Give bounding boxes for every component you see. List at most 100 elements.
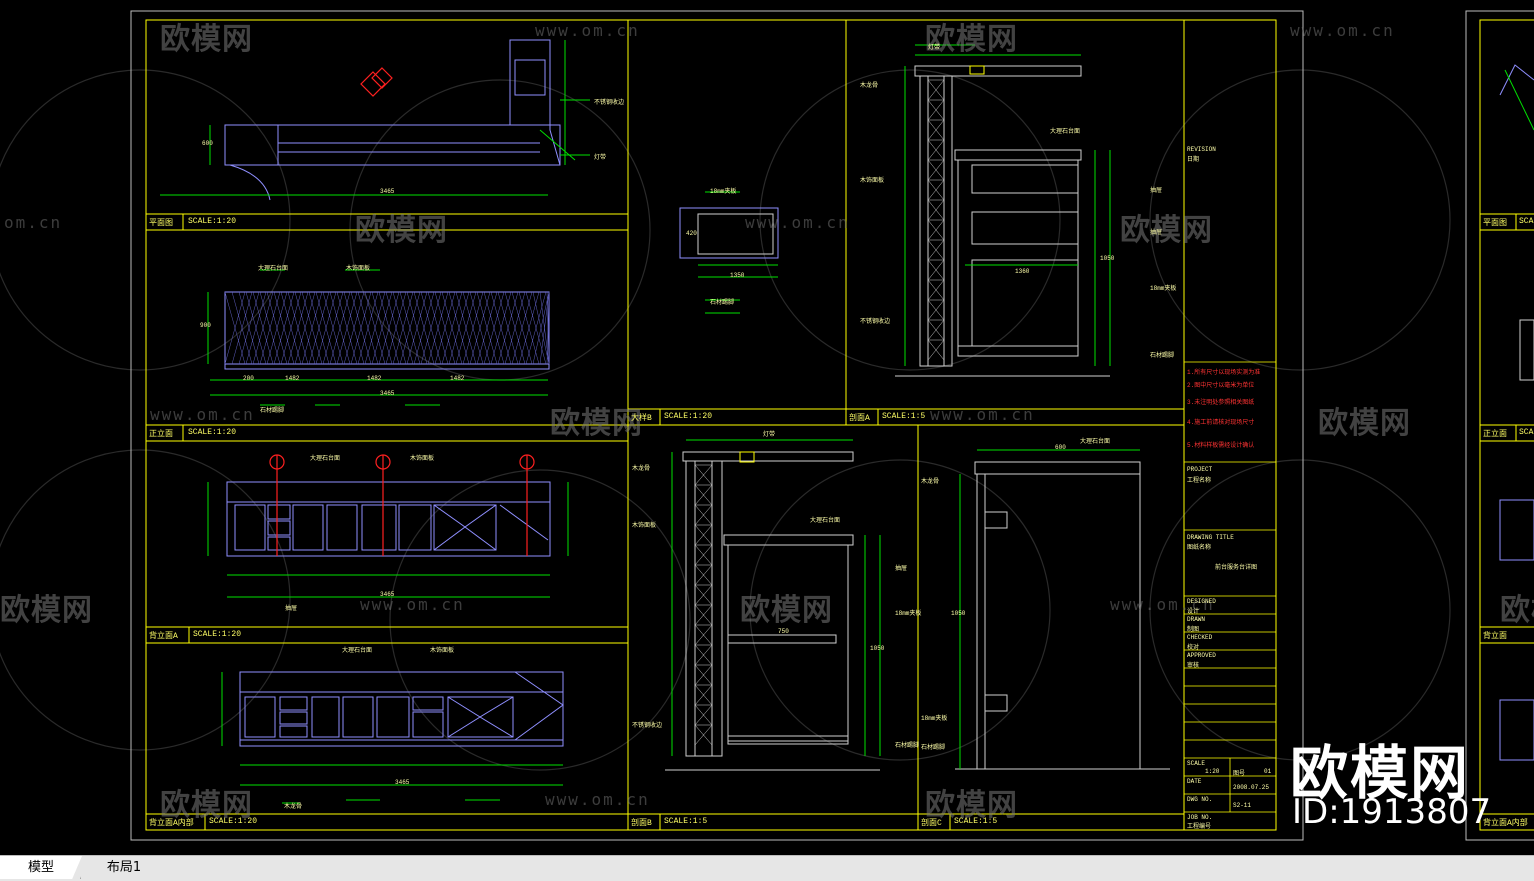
- dim-sec-a-w: 1360: [1015, 268, 1030, 275]
- brand-logo-text: 欧模网: [1290, 739, 1471, 807]
- watermark-brand: 欧模网: [550, 406, 643, 441]
- tb-note: 5.材料样板需经设计确认: [1187, 442, 1255, 449]
- watermark-brand: 欧模网: [160, 22, 253, 57]
- dim-sec-b-w: 750: [778, 628, 789, 635]
- dim-front-seg1: 200: [243, 375, 254, 382]
- tb-drawing-title-sub: 前台服务台详图: [1215, 564, 1258, 571]
- tb-checked-value: 校对: [1187, 644, 1200, 651]
- dim-back-total: 3465: [380, 591, 395, 598]
- section-b-crosshatch: [694, 464, 713, 746]
- watermark-url: www.om.cn: [745, 213, 850, 232]
- watermark-brand: 欧模网: [0, 593, 93, 628]
- dim-inner-total: 3465: [395, 779, 410, 786]
- watermark-brand: 欧模网: [925, 788, 1018, 823]
- view-label-section-a: 剖面A: [849, 414, 870, 423]
- tb-checked-label: CHECKED: [1187, 634, 1213, 641]
- note-label: 抽屉: [895, 565, 908, 572]
- title-block: [1184, 361, 1276, 813]
- view-label-back-a-inner: 背立面A内部: [149, 819, 194, 828]
- view-label-right-1: 平面图: [1483, 219, 1507, 228]
- watermark-url: www.om.cn: [360, 595, 465, 614]
- model-id-text: ID:1913807: [1292, 792, 1492, 832]
- note-label: 18mm夹板: [1150, 285, 1177, 292]
- view-scale-section-c: SCALE:1:5: [954, 817, 998, 826]
- note-label: 抽屉: [1150, 229, 1163, 236]
- dim-detail-w: 1350: [730, 272, 745, 279]
- view-scale-front: SCALE:1:20: [188, 428, 237, 437]
- note-label: 不锈钢收边: [860, 318, 891, 325]
- dim-plan-depth: 600: [202, 140, 213, 147]
- tb-dwg-no-value: S2-11: [1233, 802, 1252, 809]
- watermark-url: www.om.cn: [535, 21, 640, 40]
- tb-note: 3.未注明处参照相关图纸: [1187, 399, 1255, 406]
- note-label: 灯带: [594, 154, 607, 161]
- note-label: 木饰面板: [860, 177, 885, 184]
- tb-designed-value: 设计: [1187, 608, 1200, 615]
- note-label: 石材踢脚: [1150, 352, 1175, 359]
- watermark-url: www.om.cn: [930, 405, 1035, 424]
- view-label-front: 正立面: [149, 430, 173, 439]
- view-scale-right-2: SCA: [1519, 428, 1534, 437]
- view-label-right-4: 背立面A内部: [1483, 819, 1528, 828]
- section-c: [955, 449, 1170, 770]
- tb-approved-label: APPROVED: [1187, 652, 1216, 659]
- tb-drawing-title-label: DRAWING TITLE: [1187, 534, 1234, 541]
- view-label-detail-b: 大样B: [631, 414, 652, 423]
- note-label: 石材踢脚: [710, 299, 735, 306]
- watermark-url: om.cn: [4, 213, 63, 232]
- tb-job-no-label: JOB NO.: [1187, 814, 1213, 821]
- tb-revision-value: 日期: [1187, 156, 1200, 163]
- front-panel-hatch: [224, 291, 550, 365]
- dim-front-seg3: 1482: [367, 375, 382, 382]
- tb-drawn-label: DRAWN: [1187, 616, 1206, 623]
- note-label: 大理石台面: [310, 455, 341, 462]
- note-label: 灯带: [928, 44, 941, 51]
- dim-sec-c-w: 600: [1055, 444, 1066, 451]
- section-a-crosshatch: [927, 79, 945, 361]
- watermark-url: www.om.cn: [1290, 21, 1395, 40]
- tb-date-value: 2008.07.25: [1233, 784, 1270, 791]
- tb-note: 1.所有尺寸以现场实测为准: [1187, 369, 1261, 376]
- watermark-url: www.om.cn: [150, 405, 255, 424]
- view-label-right-2: 正立面: [1483, 430, 1507, 439]
- tb-note: 4.施工前请核对现场尺寸: [1187, 419, 1255, 426]
- cad-drawing[interactable]: [0, 0, 1534, 855]
- tb-project-label: PROJECT: [1187, 466, 1213, 473]
- model-space-canvas[interactable]: 欧模网 www.om.cn 欧模网 www.om.cn om.cn 欧模网 ww…: [0, 0, 1534, 855]
- note-label: 木龙骨: [284, 803, 303, 810]
- note-label: 木龙骨: [921, 478, 940, 485]
- tb-scale-value: 1:20: [1205, 768, 1220, 775]
- tb-dwg-no-label: DWG NO.: [1187, 796, 1213, 803]
- note-label: 大理石台面: [810, 517, 841, 524]
- dim-front-total: 3465: [380, 390, 395, 397]
- dim-detail-h: 420: [686, 230, 697, 237]
- plan-view: [160, 39, 590, 201]
- note-label: 木饰面板: [632, 522, 657, 529]
- note-label: 18mm夹板: [895, 610, 922, 617]
- tb-project-value: 工程名称: [1187, 477, 1212, 484]
- view-scale-back-a-inner: SCALE:1:20: [209, 817, 258, 826]
- tb-note: 2.图中尺寸以毫米为单位: [1187, 382, 1255, 389]
- tb-drawing-title-value: 图纸名称: [1187, 544, 1212, 551]
- view-scale-section-a: SCALE:1:5: [882, 412, 926, 421]
- dim-front-seg2: 1482: [285, 375, 300, 382]
- dim-sec-a-h: 1050: [1100, 255, 1115, 262]
- tb-sheet-label: 图号: [1233, 770, 1246, 777]
- watermark-url: www.om.cn: [545, 790, 650, 809]
- section-b: [665, 439, 881, 771]
- watermark-brand: 欧模网: [925, 22, 1018, 57]
- tb-sheet-value: 01: [1264, 768, 1272, 775]
- watermark-url: www.om.cn: [1110, 595, 1215, 614]
- dim-front-h: 900: [200, 322, 211, 329]
- note-label: 石材踢脚: [921, 744, 946, 751]
- note-label: 木饰面板: [410, 455, 435, 462]
- dim-plan-total: 3465: [380, 188, 395, 195]
- view-label-section-b: 剖面B: [631, 819, 652, 828]
- front-elevation: [207, 269, 550, 406]
- view-scale-right-1: SCA: [1519, 217, 1534, 226]
- tb-date-label: DATE: [1187, 778, 1202, 785]
- tb-scale-label: SCALE: [1187, 760, 1206, 767]
- note-label: 大理石台面: [342, 647, 373, 654]
- tab-layout-1[interactable]: 布局1: [80, 856, 167, 879]
- tab-model[interactable]: 模型: [0, 856, 82, 879]
